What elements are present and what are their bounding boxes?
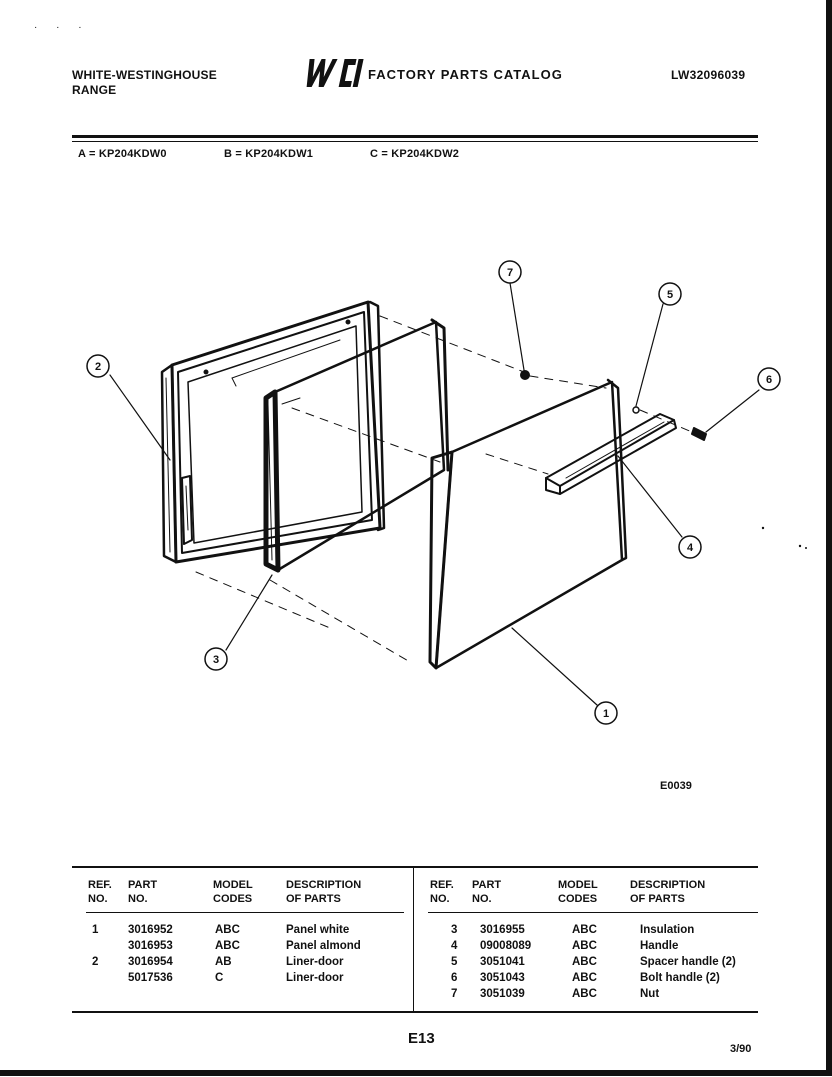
brand-block: WHITE-WESTINGHOUSE RANGE [72, 68, 217, 98]
table-bottom-rule [72, 1011, 758, 1013]
exploded-parts-diagram: 7 5 6 4 1 2 3 [86, 260, 807, 725]
header-underline-left [86, 912, 404, 913]
table-row: 6 3051043 ABC Bolt handle (2) [451, 972, 720, 984]
model-code-b: B = KP204KDW1 [224, 148, 314, 160]
document-number: LW32096039 [671, 68, 746, 82]
table-row: 3016953 ABC Panel almond [128, 940, 361, 952]
header-rule-thin [72, 141, 758, 142]
table-row: 5017536 C Liner-door [128, 972, 344, 984]
header-ref-no-right: REF.NO. [430, 879, 454, 905]
callout-5: 5 [667, 289, 673, 301]
nut-part [520, 370, 530, 380]
table-column-divider [413, 866, 414, 1011]
outer-panel-part [428, 378, 628, 670]
table-top-rule [72, 866, 758, 868]
header-ref-no: REF.NO. [88, 879, 112, 905]
liner-door-part [160, 300, 386, 564]
page-number: E13 [408, 1030, 435, 1047]
product-type: RANGE [72, 83, 117, 97]
table-row: 7 3051039 ABC Nut [451, 988, 660, 1000]
spacer-part [632, 406, 640, 414]
table-row: 4 09008089 ABC Handle [451, 940, 679, 952]
table-row: 1 3016952 ABC Panel white [92, 924, 350, 936]
model-code-c: C = KP204KDW2 [370, 148, 460, 160]
revision-date: 3/90 [730, 1043, 752, 1055]
scan-specks: · · · [34, 22, 90, 33]
callout-7: 7 [507, 267, 513, 279]
bolt-part [691, 427, 707, 441]
table-row: 5 3051041 ABC Spacer handle (2) [451, 956, 736, 968]
table-row: 2 3016954 AB Liner-door [92, 956, 344, 968]
header-rule-thick [72, 135, 758, 138]
callout-4: 4 [687, 542, 694, 554]
brand-name: WHITE-WESTINGHOUSE [72, 68, 217, 82]
insulation-part [263, 318, 450, 573]
catalog-title: FACTORY PARTS CATALOG [368, 67, 563, 82]
handle-part [545, 413, 677, 495]
table-row: 3 3016955 ABC Insulation [451, 924, 695, 936]
header-underline-right [428, 912, 758, 913]
callout-3: 3 [213, 654, 219, 666]
model-code-a: A = KP204KDW0 [78, 148, 167, 160]
callout-6: 6 [766, 374, 772, 386]
diagram-code: E0039 [660, 780, 692, 792]
callout-2: 2 [95, 361, 101, 373]
wci-logo [306, 59, 364, 87]
callout-1: 1 [603, 708, 609, 720]
